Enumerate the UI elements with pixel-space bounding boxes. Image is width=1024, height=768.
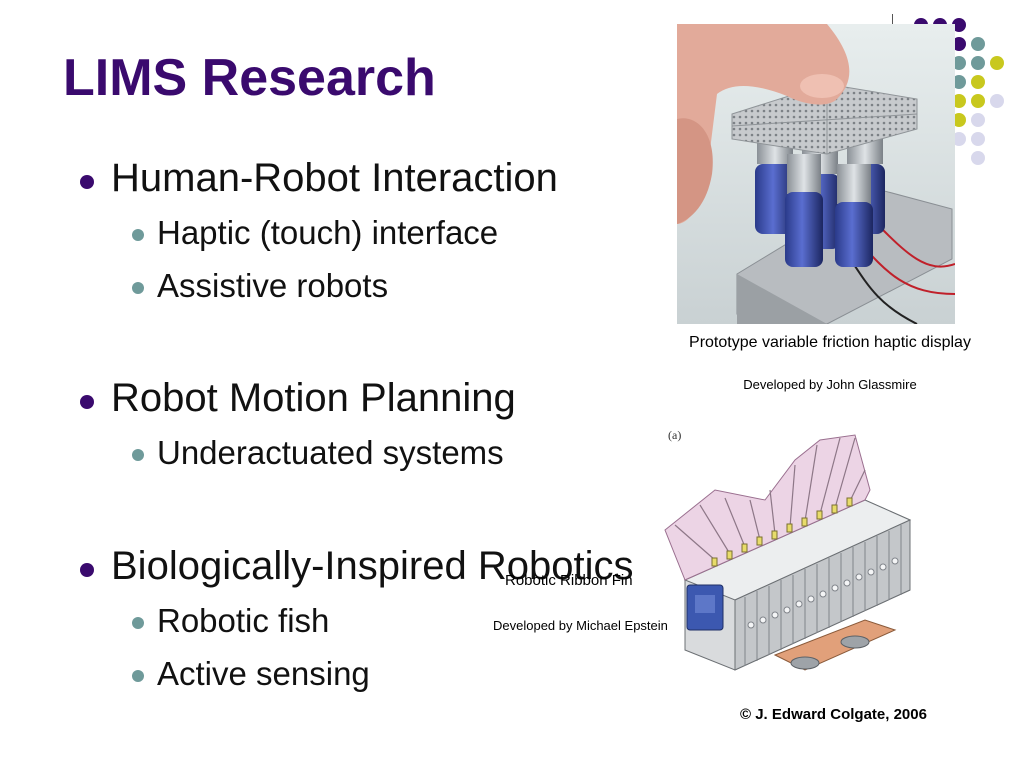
dot [971,94,985,108]
bullet-item: Biologically-Inspired Robotics [80,544,633,589]
dot [952,56,966,70]
dot [952,113,966,127]
decorative-dot-grid [880,12,1020,172]
dot [952,132,966,146]
dot [952,37,966,51]
sub-bullet-item: Robotic fish [132,602,329,640]
sub-bullet-text: Underactuated systems [157,434,504,471]
slide-title: LIMS Research [63,49,436,107]
sub-bullet-item: Underactuated systems [132,434,504,472]
bullet-text: Robot Motion Planning [111,376,516,420]
dot [971,37,985,51]
ribbon-fin-drawing [664,434,912,671]
bullet-item: Human-Robot Interaction [80,156,558,201]
sub-bullet-text: Robotic fish [157,602,330,639]
sub-bullet-item: Active sensing [132,655,370,693]
dot [990,56,1004,70]
dot [971,151,985,165]
haptic-display-caption: Prototype variable friction haptic displ… [689,334,971,351]
sub-bullet-text: Haptic (touch) interface [157,214,499,251]
ribbon-fin-caption: Robotic Ribbon Fin [505,572,633,589]
sub-bullet-item: Assistive robots [132,267,388,305]
haptic-display-illustration [677,24,955,324]
bullet-item: Robot Motion Planning [80,376,516,421]
sub-bullet-item: Haptic (touch) interface [132,214,498,252]
sub-bullet-text: Assistive robots [157,267,389,304]
dot [971,56,985,70]
bullet-text: Biologically-Inspired Robotics [111,544,634,588]
dot [990,94,1004,108]
dot [971,113,985,127]
dot [971,132,985,146]
haptic-display-credit: Developed by John Glassmire [743,377,917,392]
dot [971,75,985,89]
sub-bullet-text: Active sensing [157,655,370,692]
bullet-text: Human-Robot Interaction [111,156,558,200]
dot [952,18,966,32]
dot [952,94,966,108]
ribbon-fin-credit: Developed by Michael Epstein [493,618,668,633]
ribbon-fin-illustration [655,430,915,675]
dot [952,75,966,89]
panel-label: (a) [668,428,682,442]
haptic-display-photo [677,24,955,324]
copyright-notice: © J. Edward Colgate, 2006 [740,706,927,723]
